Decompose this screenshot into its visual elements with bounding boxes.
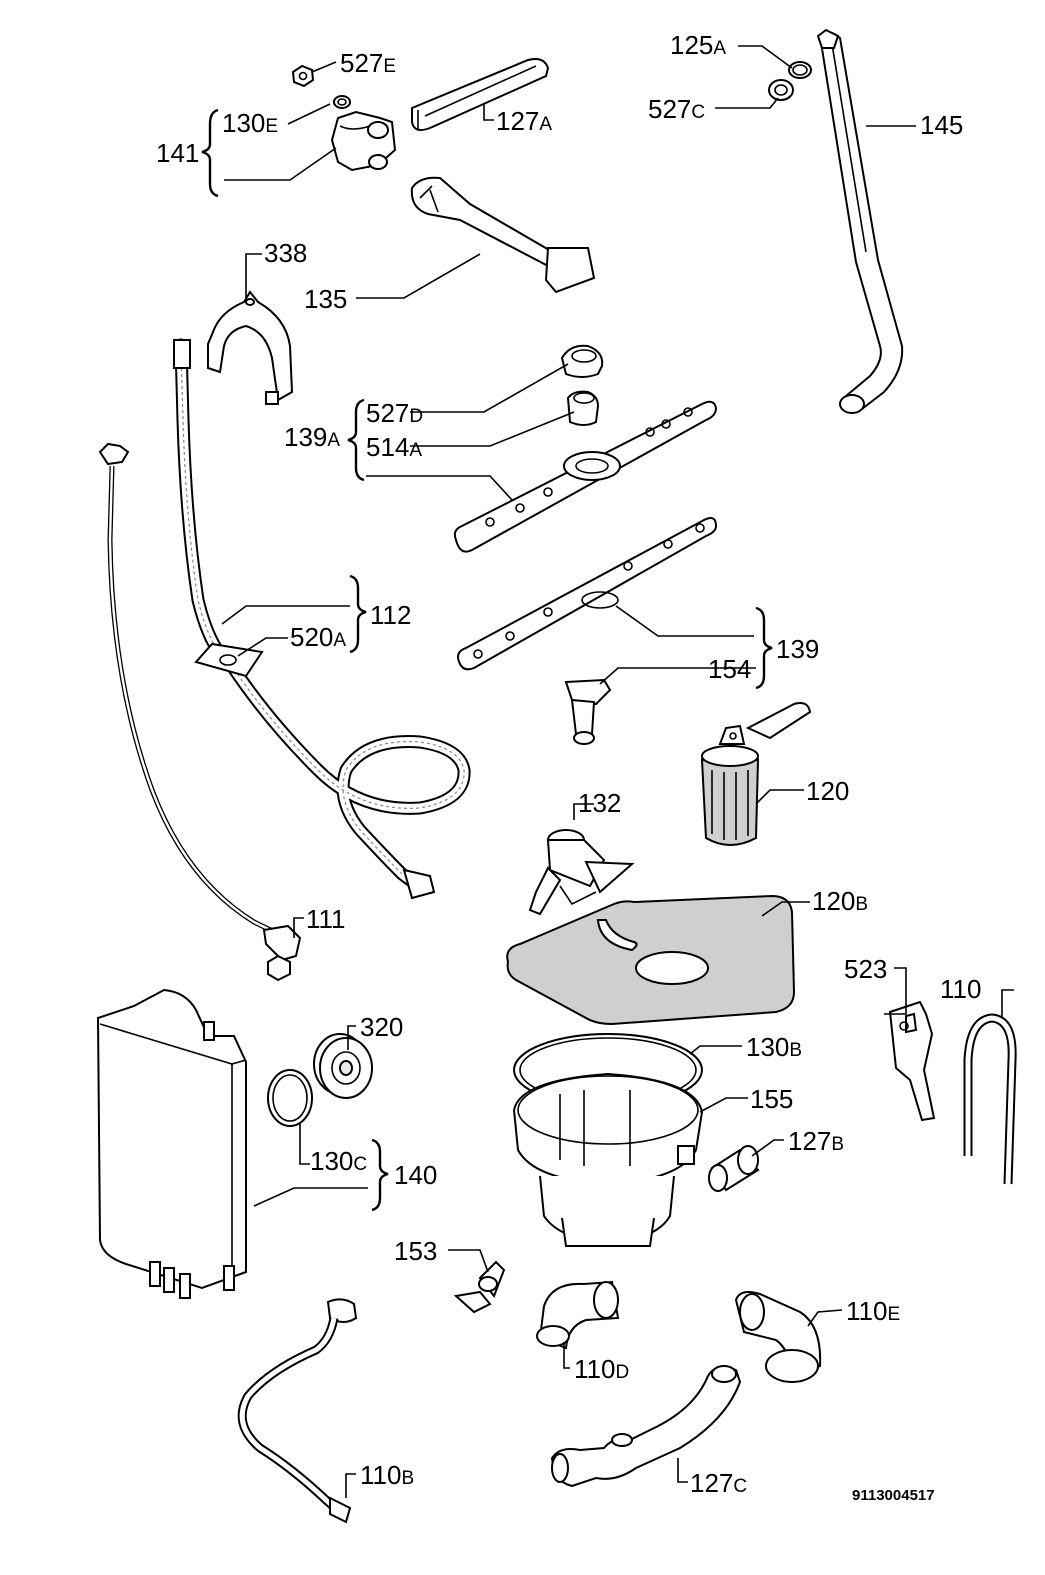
part-132-valve (528, 829, 635, 916)
label-110b: 110B (360, 1460, 414, 1490)
label-125a: 125A (670, 30, 726, 60)
label-154: 154 (708, 654, 751, 684)
label-523: 523 (844, 954, 887, 984)
part-155-sump (512, 1072, 704, 1247)
part-125a-oring (788, 61, 812, 79)
part-127c-hose (550, 1365, 742, 1488)
label-110e: 110E (846, 1296, 900, 1326)
document-code: 9113004517 (852, 1487, 935, 1504)
part-140-tank (96, 988, 247, 1299)
part-139-spray-arm (457, 517, 718, 671)
part-127b-sleeve (708, 1145, 760, 1192)
label-140: 140 (394, 1160, 437, 1190)
part-139a-spray-arm (453, 400, 718, 553)
part-112-inlet-hose (173, 338, 471, 900)
part-135-pipe (410, 176, 596, 294)
part-110d-elbow (536, 1280, 620, 1350)
part-130e-oring (333, 95, 351, 109)
part-110-hose (963, 1013, 1017, 1185)
part-130c-ring (267, 1069, 313, 1127)
label-155: 155 (750, 1084, 793, 1114)
label-111: 111 (306, 904, 346, 934)
part-514a-bearing (566, 390, 600, 426)
label-139a: 139A (284, 422, 340, 452)
label-130b: 130B (746, 1032, 802, 1062)
label-527d: 527D (366, 398, 423, 428)
part-153-valve (453, 1260, 506, 1314)
label-139: 139 (776, 634, 819, 664)
leader-lines (221, 45, 1014, 1498)
part-520a-plate (194, 642, 264, 678)
label-514a: 514A (366, 432, 422, 462)
part-110b-hose (237, 1298, 358, 1524)
label-130e: 130E (222, 108, 278, 138)
part-110e-elbow (734, 1291, 822, 1383)
label-127b: 127B (788, 1126, 844, 1156)
grouping-braces (201, 108, 773, 1212)
part-120b-flat-filter (506, 894, 796, 1026)
label-120b: 120B (812, 886, 868, 916)
part-120-filter (700, 702, 812, 846)
part-523-bracket (888, 1000, 936, 1122)
label-127a: 127A (496, 106, 552, 136)
label-112: 112 (370, 600, 411, 630)
label-127c: 127C (690, 1468, 747, 1498)
label-132: 132 (578, 788, 621, 818)
label-520a: 520A (290, 622, 346, 652)
part-527c-nut (768, 79, 794, 101)
part-111-cable (98, 442, 302, 982)
label-130c: 130C (310, 1146, 367, 1176)
label-320: 320 (360, 1012, 403, 1042)
part-320-cap (313, 1033, 373, 1099)
part-338-bracket (207, 290, 294, 405)
part-141-bracket (330, 110, 397, 172)
label-141: 141 (156, 138, 199, 168)
label-527e: 527E (340, 48, 396, 78)
label-120: 120 (806, 776, 849, 806)
part-145-tube (816, 28, 904, 414)
label-527c: 527C (648, 94, 705, 124)
label-338: 338 (264, 238, 307, 268)
part-527d-nut (560, 344, 604, 378)
part-527e-nut (291, 64, 315, 88)
label-110: 110 (940, 974, 981, 1004)
label-110d: 110D (574, 1354, 629, 1384)
label-153: 153 (394, 1236, 437, 1266)
part-154-connector (564, 678, 612, 745)
label-145: 145 (920, 110, 963, 140)
part-127a-tube (411, 58, 550, 131)
label-135: 135 (304, 284, 347, 314)
